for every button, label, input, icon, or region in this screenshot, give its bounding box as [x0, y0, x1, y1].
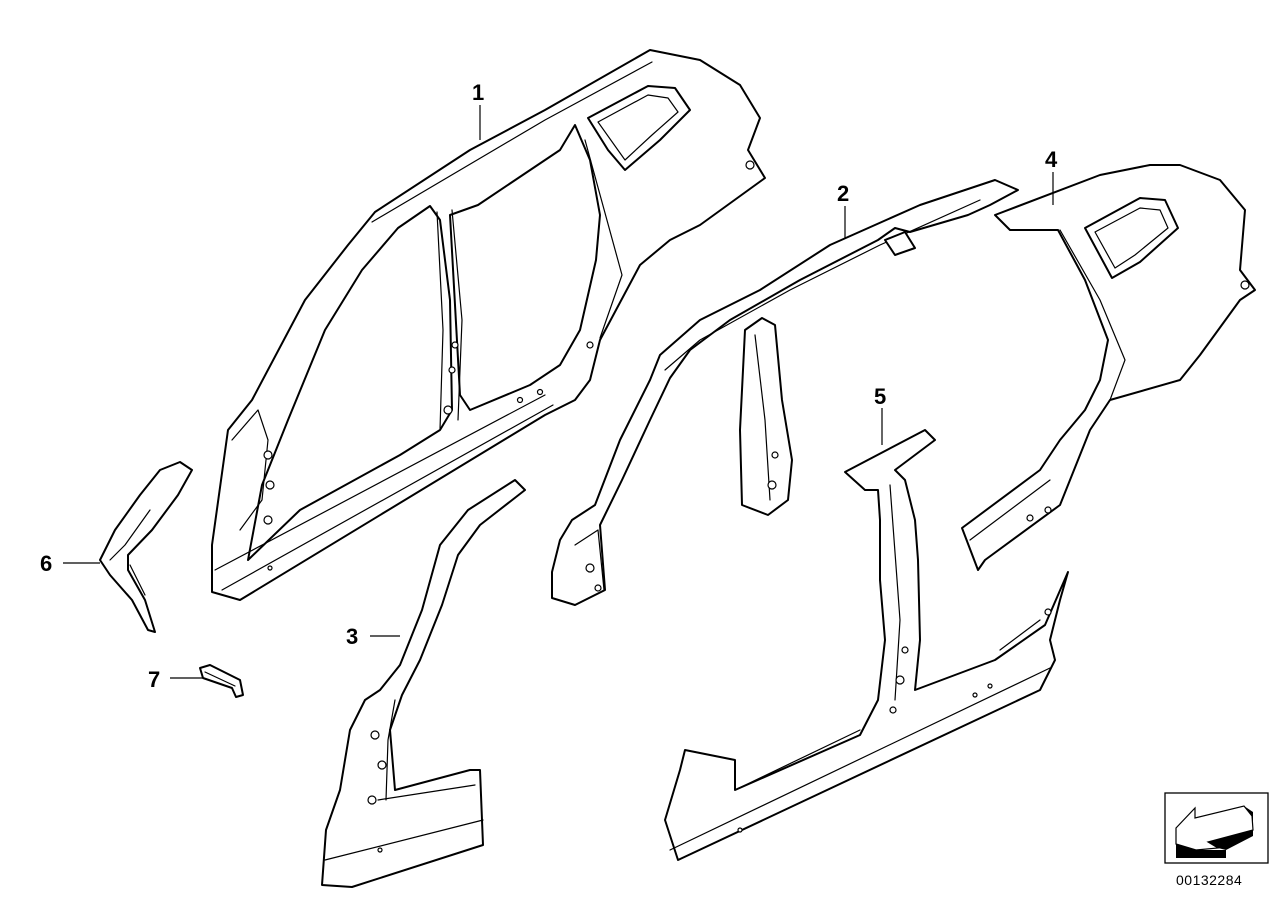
- orientation-badge: 00132284: [1164, 792, 1269, 888]
- callout-5: 5: [874, 384, 886, 409]
- part-3-front-pillar[interactable]: [321, 479, 526, 888]
- leader-lines: [63, 105, 1054, 679]
- part-6-inner-bracket[interactable]: [99, 461, 193, 633]
- callout-6: 6: [40, 551, 52, 576]
- part-2-roof-rail[interactable]: [551, 179, 1019, 606]
- callout-3: 3: [346, 624, 358, 649]
- callout-2: 2: [837, 181, 849, 206]
- part-4-rear-side-panel[interactable]: [961, 164, 1256, 571]
- callout-labels: 1 2 3 4 5 6 7: [40, 80, 1058, 692]
- part-1-side-frame[interactable]: [211, 49, 766, 601]
- doc-number: 00132284: [1176, 872, 1242, 888]
- direction-arrow-icon: [1175, 805, 1254, 858]
- callout-7: 7: [148, 667, 160, 692]
- part-7-small-clip[interactable]: [199, 664, 244, 698]
- part-5-b-pillar-rocker[interactable]: [664, 429, 1069, 861]
- callout-4: 4: [1045, 147, 1058, 172]
- callout-1: 1: [472, 80, 484, 105]
